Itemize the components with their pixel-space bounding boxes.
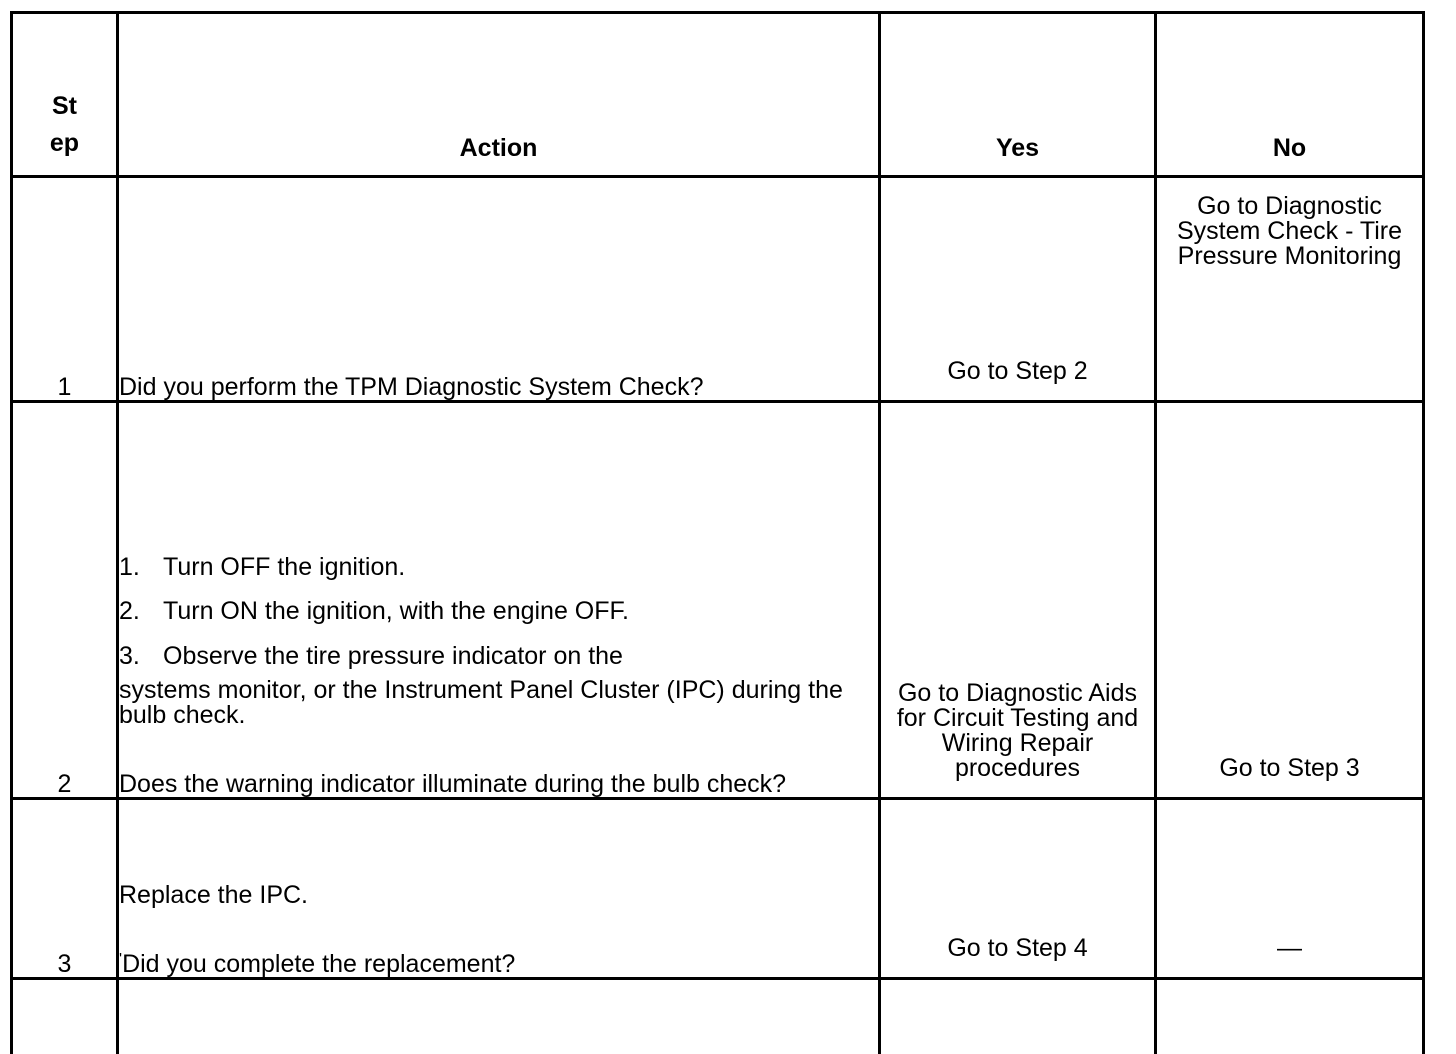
action-text: Did you perform the TPM Diagnostic Syste…	[119, 373, 704, 401]
yes-cell: Go to Step 4	[878, 797, 1157, 980]
action-question-line: 'Did you complete the replacement?	[119, 952, 878, 977]
step-number: 4	[10, 977, 119, 1054]
list-item-text: Turn OFF the ignition.	[163, 552, 406, 581]
column-header-step-line2: ep	[49, 128, 80, 157]
action-question-text: Does the warning indicator illuminate du…	[119, 770, 787, 798]
yes-cell: Go to Step 2	[878, 175, 1157, 403]
step-number: 2	[10, 400, 119, 800]
action-cell: 1. Turn OFF the ignition. 2. Turn ON the i…	[116, 400, 881, 800]
table-row: 1 Did you perform the TPM Diagnostic Sys…	[10, 175, 1425, 403]
list-item-text: Turn ON the ignition, with the engine OF…	[163, 597, 629, 625]
no-cell: —	[1154, 797, 1425, 980]
action-question-text: Did you complete the replacement?	[122, 950, 516, 978]
action-step-list: 1. Turn OFF the ignition. 2. Turn ON the i…	[119, 545, 878, 679]
yes-cell: System OK	[878, 977, 1157, 1054]
list-item-number: 1.	[119, 552, 140, 581]
paragraph-spacer	[119, 728, 878, 772]
paragraph-spacer	[119, 908, 878, 952]
table-header-row: St ep Action Yes No	[10, 11, 1425, 178]
list-item: 3. Observe the tire pressure indicator on…	[119, 634, 878, 679]
column-header-step-line1: St	[52, 92, 77, 120]
list-item-number: 2.	[119, 597, 140, 625]
action-cell: Replace the IPC. 'Did you complete the r…	[116, 797, 881, 980]
action-text: Replace the IPC.	[119, 881, 308, 909]
action-continuation-text: systems monitor, or the Instrument Panel…	[119, 676, 843, 729]
step-number: 1	[10, 175, 119, 403]
column-header-action: Action	[116, 11, 881, 178]
table-row: 3 Replace the IPC. 'Did you complete the…	[10, 797, 1425, 980]
action-cell: Did you perform the TPM Diagnostic Syste…	[116, 175, 881, 403]
table-row: 2 1. Turn OFF the ignition. 2. Turn ON the…	[10, 400, 1425, 800]
list-item: 1. Turn OFF the ignition.	[119, 545, 878, 590]
list-item-number: 3.	[119, 641, 140, 670]
no-cell: Go to Diagnostic System Check - Tire Pre…	[1154, 175, 1425, 403]
tick-mark: '	[119, 951, 123, 968]
yes-cell: Go to Diagnostic Aids for Circuit Testin…	[878, 400, 1157, 800]
column-header-no: No	[1154, 11, 1425, 178]
no-cell: Go to Step 2	[1154, 977, 1425, 1054]
table-row: 4 Operate the system in order to verify …	[10, 977, 1425, 1054]
no-cell: Go to Step 3	[1154, 400, 1425, 800]
column-header-step: St ep	[10, 11, 119, 178]
column-header-yes: Yes	[878, 11, 1157, 178]
list-item: 2. Turn ON the ignition, with the engine …	[119, 589, 878, 634]
diagnostic-table: St ep Action Yes No 1 Did you perform th…	[10, 11, 1425, 1054]
list-item-text: Observe the tire pressure indicator on t…	[163, 641, 623, 670]
action-cell: Operate the system in order to verify th…	[116, 977, 881, 1054]
step-number: 3	[10, 797, 119, 980]
